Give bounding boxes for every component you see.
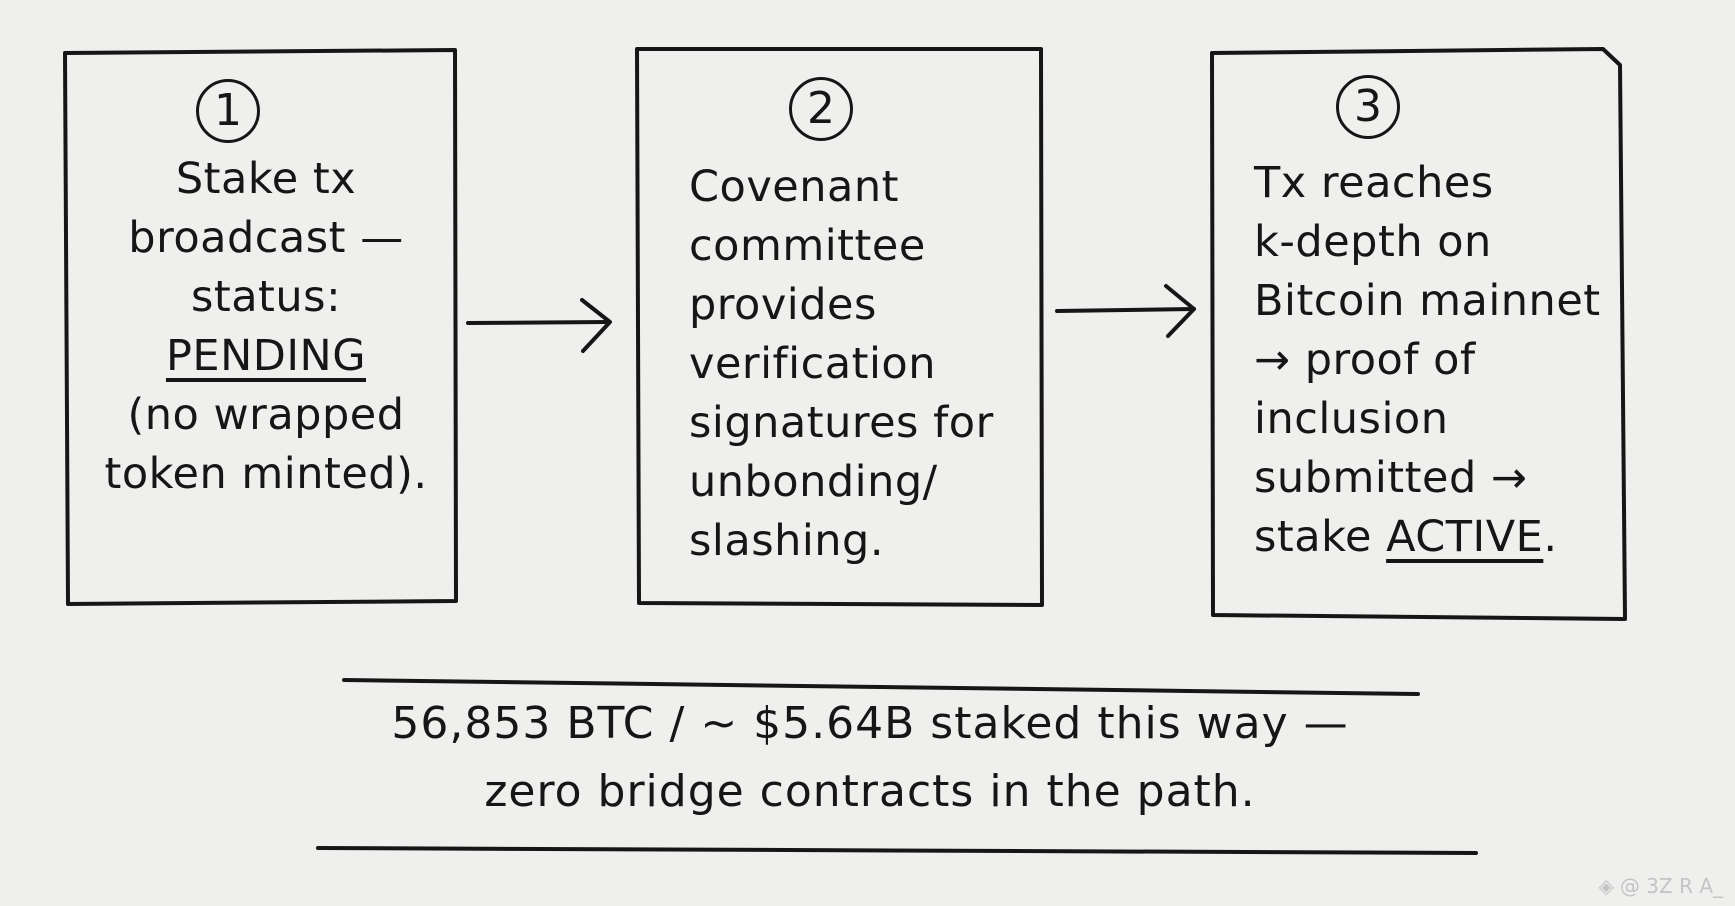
step-2-card: 2 Covenant committee provides verificati…: [637, 48, 1042, 605]
step-3-line: k-depth on: [1254, 217, 1492, 267]
step-3-line: → proof of: [1254, 335, 1476, 385]
step-2-line: slashing.: [689, 516, 885, 566]
arrow-2-shaft: [1055, 307, 1196, 313]
summary-caption: 56,853 BTC / ~ $5.64B staked this way — …: [330, 690, 1410, 826]
diamond-logo-icon: ◈: [1598, 874, 1614, 898]
summary-bottom-rule: [316, 846, 1478, 855]
step-1-card: 1 Stake tx broadcast — status: PENDING (…: [65, 52, 455, 602]
pending-status: PENDING: [165, 331, 367, 381]
active-status: ACTIVE: [1386, 512, 1544, 562]
step-3-line: submitted →: [1254, 453, 1528, 503]
step-3-line: Bitcoin mainnet: [1254, 276, 1601, 326]
step-2-line: provides: [689, 280, 877, 330]
step-3-final-suffix: .: [1543, 512, 1558, 562]
arrow-1-shaft: [466, 320, 610, 325]
watermark-text: @ 3Z R A_: [1619, 874, 1723, 898]
step-2-line: unbonding/: [689, 457, 938, 507]
step-3-number: 3: [1336, 75, 1400, 139]
watermark: ◈ @ 3Z R A_: [1599, 874, 1723, 898]
step-1-line: (no wrapped: [127, 390, 405, 440]
step-2-line: committee: [689, 221, 926, 271]
step-2-line: signatures for: [689, 398, 994, 448]
step-1-line: status:: [190, 272, 342, 322]
step-1-line: token minted).: [104, 449, 428, 499]
summary-line-2: zero bridge contracts in the path.: [484, 766, 1256, 817]
step-2-text: Covenant committee provides verification…: [689, 158, 1029, 571]
step-2-line: Covenant: [689, 162, 899, 212]
step-3-card: 3 Tx reaches k-depth on Bitcoin mainnet …: [1212, 52, 1620, 619]
arrow-2-head: [1164, 284, 1196, 338]
step-1-line: Stake tx: [175, 154, 357, 204]
summary-line-1: 56,853 BTC / ~ $5.64B staked this way —: [391, 698, 1349, 749]
step-1-line: broadcast —: [128, 213, 404, 263]
step-2-line: verification: [689, 339, 936, 389]
step-3-line: inclusion: [1254, 394, 1449, 444]
step-3-line: Tx reaches: [1254, 158, 1494, 208]
step-1-text: Stake tx broadcast — status: PENDING (no…: [101, 150, 431, 504]
step-2-number: 2: [789, 77, 853, 141]
arrow-1-head: [580, 298, 612, 353]
step-1-number: 1: [196, 79, 260, 143]
step-3-final-prefix: stake: [1254, 512, 1387, 562]
step-3-text: Tx reaches k-depth on Bitcoin mainnet → …: [1254, 154, 1614, 567]
